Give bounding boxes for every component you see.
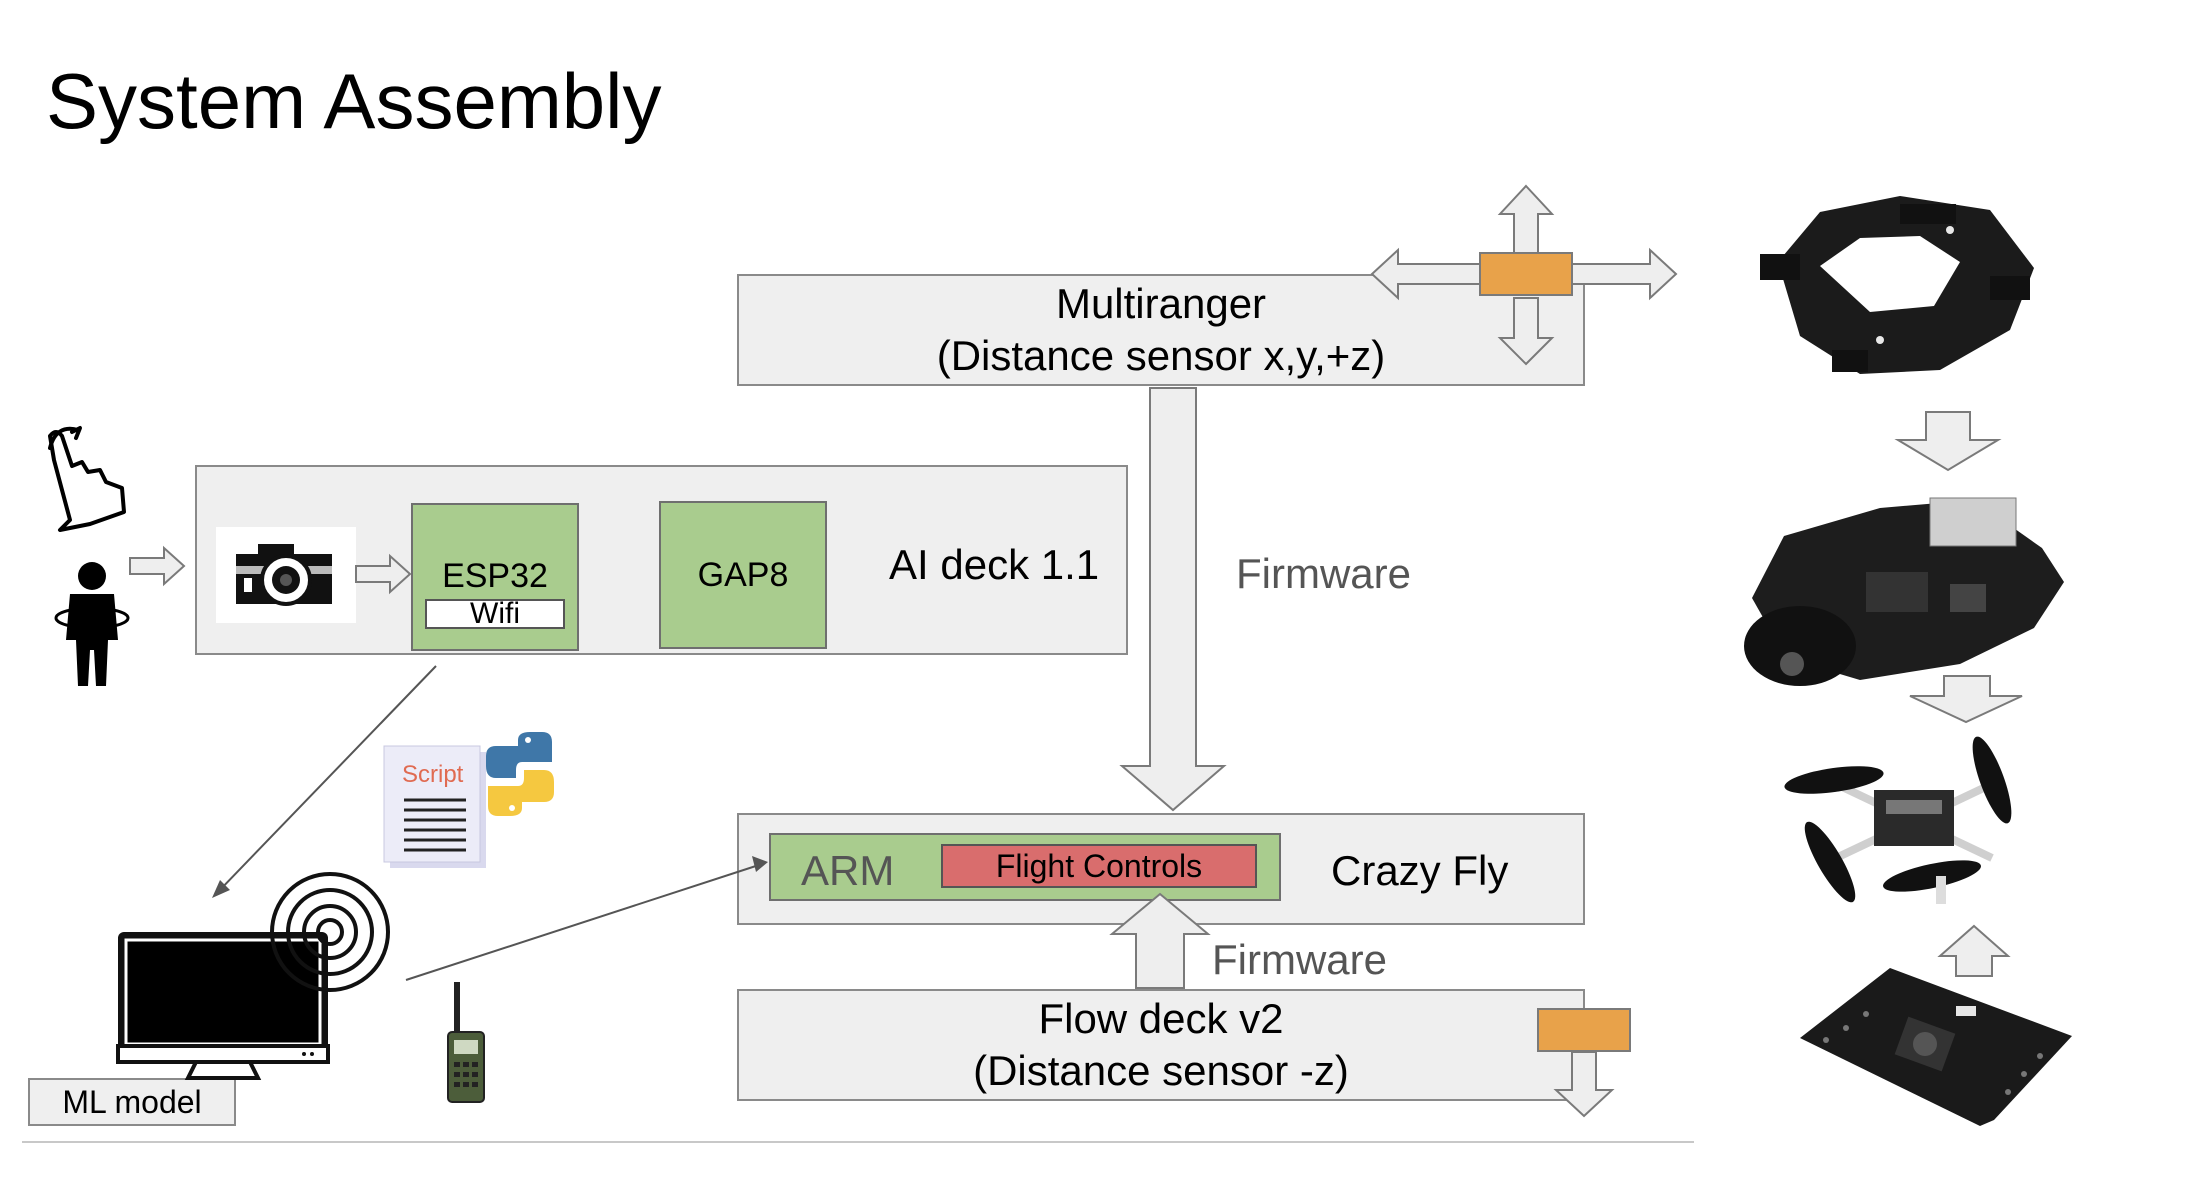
wifi-to-ml-line	[215, 665, 437, 895]
wireless-signal-icon	[270, 872, 390, 992]
firmware-up-arrow	[1109, 892, 1211, 989]
walkie-talkie-icon	[447, 982, 485, 1103]
multiranger-sensor	[1479, 252, 1573, 296]
flight-controls-label: Flight Controls	[995, 848, 1203, 884]
arrow-right	[1569, 247, 1678, 301]
script-document-icon: Script	[383, 745, 486, 868]
firmware-label-upper: Firmware	[1236, 550, 1411, 597]
flow-deck-subtitle: (Distance sensor -z)	[973, 1047, 1349, 1094]
camera-icon	[236, 544, 332, 606]
flow-deck-sensor	[1537, 1008, 1631, 1052]
flight-controls-block: Flight Controls	[941, 844, 1257, 888]
arm-label: ARM	[801, 847, 895, 894]
firmware-down-arrow	[1119, 387, 1227, 812]
arrow-down	[1497, 297, 1555, 366]
esp32-block: ESP32 Wifi	[411, 503, 579, 651]
stack-arrow-1	[1894, 411, 2002, 472]
radio-to-arm-line	[405, 863, 763, 981]
ai-deck-board-photo	[1744, 497, 2064, 686]
ml-model-label: ML model	[62, 1084, 202, 1120]
input-arrow	[129, 545, 186, 587]
arrow-up	[1497, 184, 1555, 255]
python-logo-icon	[486, 732, 554, 816]
camera-to-esp-arrow	[355, 553, 412, 595]
crazyflie-drone-photo	[1784, 736, 2012, 904]
stack-arrow-2	[1909, 675, 2023, 724]
gesture-hand-icon	[48, 426, 126, 532]
multiranger-title: Multiranger	[1055, 279, 1267, 327]
arm-block: ARM Flight Controls	[769, 833, 1281, 901]
multiranger-subtitle: (Distance sensor x,y,+z)	[936, 332, 1386, 379]
gap8-block: GAP8	[659, 501, 827, 649]
flow-deck-board-photo	[1800, 968, 2072, 1126]
flow-deck-title: Flow deck v2	[1038, 994, 1284, 1042]
ai-deck-label: AI deck 1.1	[889, 541, 1100, 588]
stack-arrow-3	[1937, 924, 2011, 977]
firmware-label-lower: Firmware	[1212, 936, 1387, 983]
page-title: System Assembly	[46, 57, 662, 145]
wifi-label-box: Wifi	[425, 599, 565, 629]
wifi-to-ml-arrowhead	[212, 880, 230, 898]
multiranger-box: Multiranger (Distance sensor x,y,+z)	[737, 274, 1585, 386]
ai-deck-box: ESP32 Wifi GAP8 AI deck 1.1	[195, 465, 1128, 655]
flow-deck-down-arrow	[1553, 1051, 1615, 1118]
multiranger-direction-arrows	[1370, 184, 1678, 366]
gap8-label: GAP8	[697, 555, 789, 594]
monitor-icon	[116, 932, 330, 1080]
crazyfly-label: Crazy Fly	[1331, 847, 1509, 894]
arrow-left	[1370, 247, 1481, 301]
flow-deck-box: Flow deck v2 (Distance sensor -z)	[737, 989, 1585, 1101]
ml-model-box: ML model	[28, 1078, 236, 1126]
wifi-label: Wifi	[470, 597, 520, 630]
script-label: Script	[402, 761, 464, 788]
radio-to-arm-arrowhead	[752, 856, 768, 872]
multiranger-board-photo	[1760, 196, 2034, 374]
esp32-label: ESP32	[442, 557, 548, 595]
person-icon	[54, 562, 130, 686]
